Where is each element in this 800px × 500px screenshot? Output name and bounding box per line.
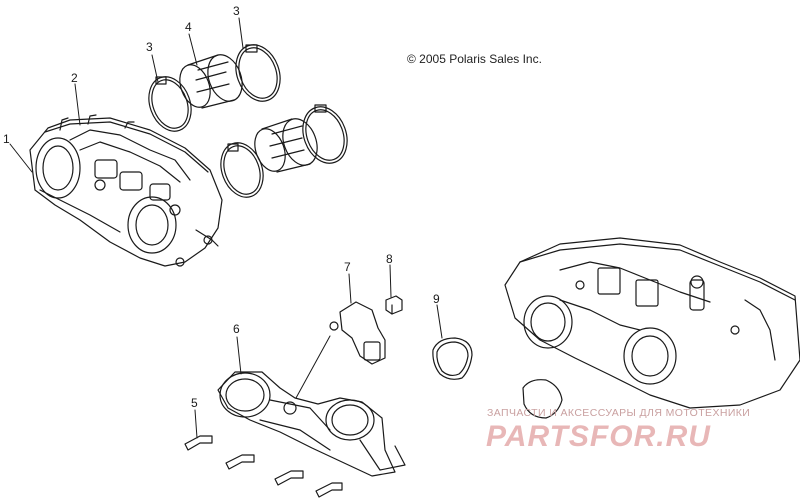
sensor-screw	[385, 295, 403, 315]
intake-boot-upper	[179, 54, 243, 109]
callout-1: 1	[3, 132, 10, 146]
watermark-tagline: ЗАПЧАСТИ И АКСЕССУАРЫ ДЛЯ МОТОТЕХНИКИ	[487, 407, 751, 419]
hose-clamp-lower-left	[220, 142, 264, 198]
callout-2: 2	[71, 71, 78, 85]
map-sensor	[329, 301, 386, 365]
callout-3a: 3	[146, 40, 153, 54]
hose-clamp-upper-left	[148, 76, 192, 132]
callout-6: 6	[233, 322, 240, 336]
callout-4: 4	[185, 20, 192, 34]
intake-manifold	[217, 371, 406, 477]
callout-3b: 3	[233, 4, 240, 18]
callout-5: 5	[191, 396, 198, 410]
throttle-body-assembly	[29, 114, 223, 267]
o-ring-gasket	[432, 337, 563, 419]
cylinder-head	[504, 237, 800, 409]
hose-clamp-upper-right	[235, 44, 281, 102]
callout-9: 9	[433, 292, 440, 306]
copyright-notice: © 2005 Polaris Sales Inc.	[407, 52, 542, 66]
hose-clamp-lower-right	[302, 104, 348, 164]
callout-8: 8	[386, 252, 393, 266]
watermark-logo: PARTSFOR.RU	[486, 420, 711, 453]
callout-7: 7	[344, 260, 351, 274]
leader-lines	[9, 17, 443, 439]
bolt	[184, 435, 343, 498]
intake-boot-lower	[254, 118, 318, 173]
